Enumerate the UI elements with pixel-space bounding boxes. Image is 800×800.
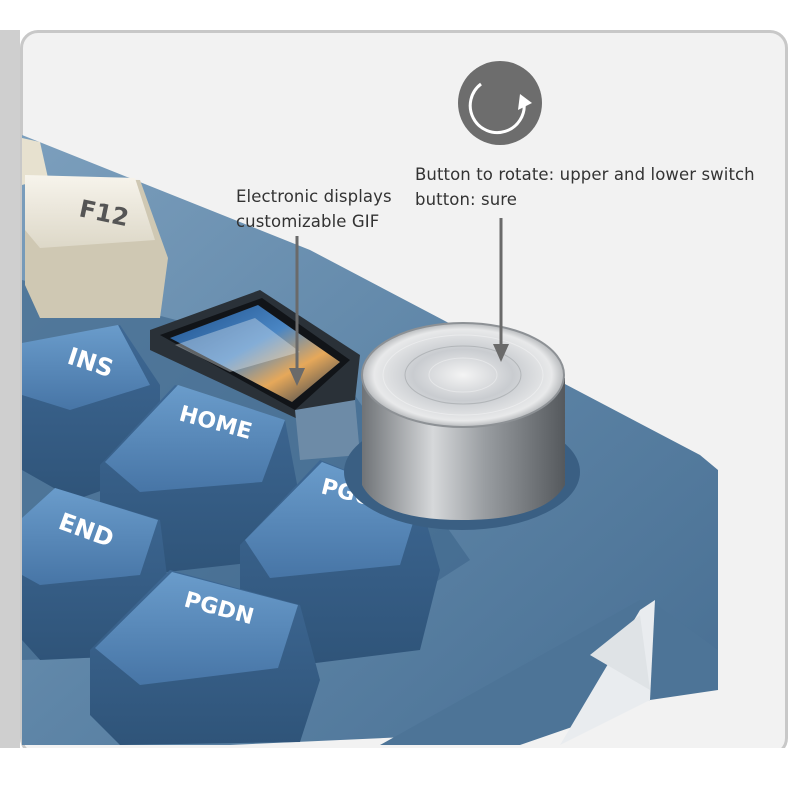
keycap-edge [22, 138, 48, 185]
keycap-pgdn: PGDN [90, 570, 320, 745]
keycap-f12: F12 [25, 175, 168, 318]
rotary-knob [361, 322, 565, 520]
display-callout-arrow [289, 236, 305, 386]
knob-caption: Button to rotate: upper and lower switch… [415, 165, 755, 209]
knob-callout-arrow [493, 218, 509, 362]
bottom-margin [0, 748, 800, 800]
rotate-arrow-icon [458, 61, 542, 145]
case-foot-shadow [590, 615, 650, 690]
display-caption: Electronic displays customizable GIF [236, 187, 392, 231]
frame-edge [0, 30, 20, 750]
